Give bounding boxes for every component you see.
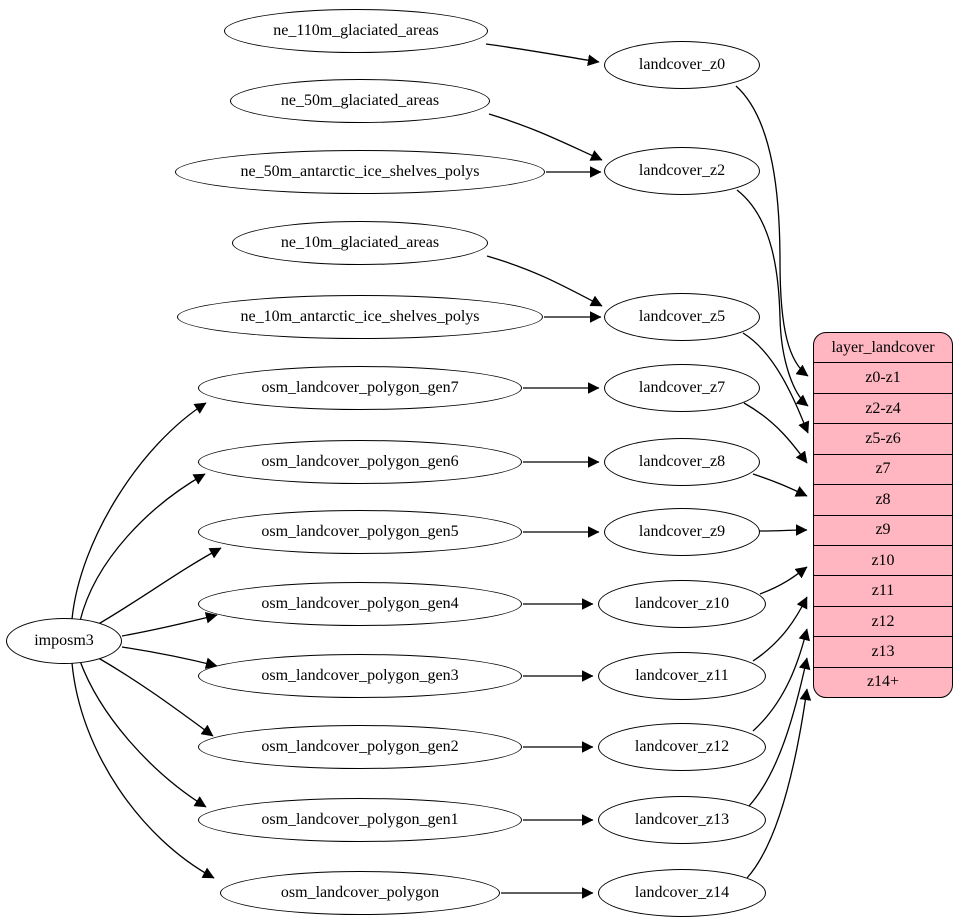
node-osm-landcover-polygon-gen1: osm_landcover_polygon_gen1: [198, 798, 522, 842]
node-landcover-z9: landcover_z9: [604, 508, 760, 556]
edge-z7-row: [743, 402, 808, 464]
node-osm-landcover-polygon-gen3: osm_landcover_polygon_gen3: [198, 654, 522, 698]
node-landcover-z13: landcover_z13: [598, 796, 766, 844]
edge-z13-row: [748, 657, 811, 807]
node-landcover-z10: landcover_z10: [598, 580, 766, 628]
edge-imposm3-gen3: [121, 646, 218, 669]
table-row-z14plus: z14+: [814, 666, 952, 697]
table-row-z10: z10: [814, 544, 952, 575]
node-osm-landcover-polygon-gen4: osm_landcover_polygon_gen4: [198, 582, 522, 626]
node-osm-landcover-polygon-gen2: osm_landcover_polygon_gen2: [198, 725, 522, 769]
node-landcover-z11: landcover_z11: [598, 652, 766, 700]
edge-imposm3-poly: [71, 662, 215, 879]
node-landcover-z7: landcover_z7: [604, 364, 760, 412]
edge-z2-row: [736, 189, 809, 407]
edge-imposm3-gen7: [71, 402, 207, 620]
node-landcover-z8: landcover_z8: [604, 438, 760, 486]
node-ne-50m-glaciated-areas: ne_50m_glaciated_areas: [230, 79, 490, 123]
table-row-z5-z6: z5-z6: [814, 423, 952, 453]
edge-imposm3-gen5: [94, 547, 222, 627]
table-row-z12: z12: [814, 605, 952, 636]
edge-z8-row: [752, 473, 808, 497]
edge-imposm3-gen4: [121, 612, 218, 637]
layer-landcover-table: layer_landcover z0-z1 z2-z4 z5-z6 z7 z8 …: [813, 332, 953, 698]
edge-imposm3-gen2: [94, 655, 214, 737]
edge-z14-row: [746, 688, 812, 879]
table-row-z8: z8: [814, 484, 952, 514]
node-landcover-z0: landcover_z0: [604, 41, 760, 89]
table-row-z0-z1: z0-z1: [814, 362, 952, 392]
edge-z12-row: [752, 628, 810, 732]
edge-imposm3-gen6: [79, 473, 206, 622]
node-ne-110m-glaciated-areas: ne_110m_glaciated_areas: [224, 9, 488, 53]
node-ne-50m-antarctic-ice-shelves-polys: ne_50m_antarctic_ice_shelves_polys: [175, 150, 545, 194]
node-landcover-z14: landcover_z14: [598, 869, 766, 917]
node-landcover-z12: landcover_z12: [598, 723, 766, 771]
table-row-z13: z13: [814, 636, 952, 666]
edge-z11-row: [752, 596, 808, 662]
table-row-z7: z7: [814, 453, 952, 484]
node-osm-landcover-polygon-gen7: osm_landcover_polygon_gen7: [198, 366, 522, 410]
node-osm-landcover-polygon: osm_landcover_polygon: [220, 871, 500, 915]
table-row-z9: z9: [814, 514, 952, 545]
node-landcover-z5: landcover_z5: [604, 293, 760, 341]
node-osm-landcover-polygon-gen6: osm_landcover_polygon_gen6: [198, 440, 522, 484]
edge-z10-row: [759, 566, 808, 595]
edge-ne10mg-z5: [486, 255, 603, 307]
edge-z5-row: [742, 332, 810, 434]
node-osm-landcover-polygon-gen5: osm_landcover_polygon_gen5: [198, 510, 522, 554]
edge-ne110m-z0: [485, 43, 600, 66]
table-row-z11: z11: [814, 575, 952, 605]
table-title: layer_landcover: [831, 338, 935, 356]
edge-imposm3-gen1: [79, 660, 207, 808]
node-ne-10m-antarctic-ice-shelves-polys: ne_10m_antarctic_ice_shelves_polys: [177, 295, 543, 339]
table-row-z2-z4: z2-z4: [814, 392, 952, 423]
node-imposm3: imposm3: [6, 618, 122, 664]
edge-ne50mg-z2: [488, 113, 603, 161]
edge-z9-row: [758, 524, 808, 536]
node-ne-10m-glaciated-areas: ne_10m_glaciated_areas: [232, 221, 488, 265]
edge-z0-row: [735, 85, 809, 377]
node-landcover-z2: landcover_z2: [604, 147, 760, 195]
